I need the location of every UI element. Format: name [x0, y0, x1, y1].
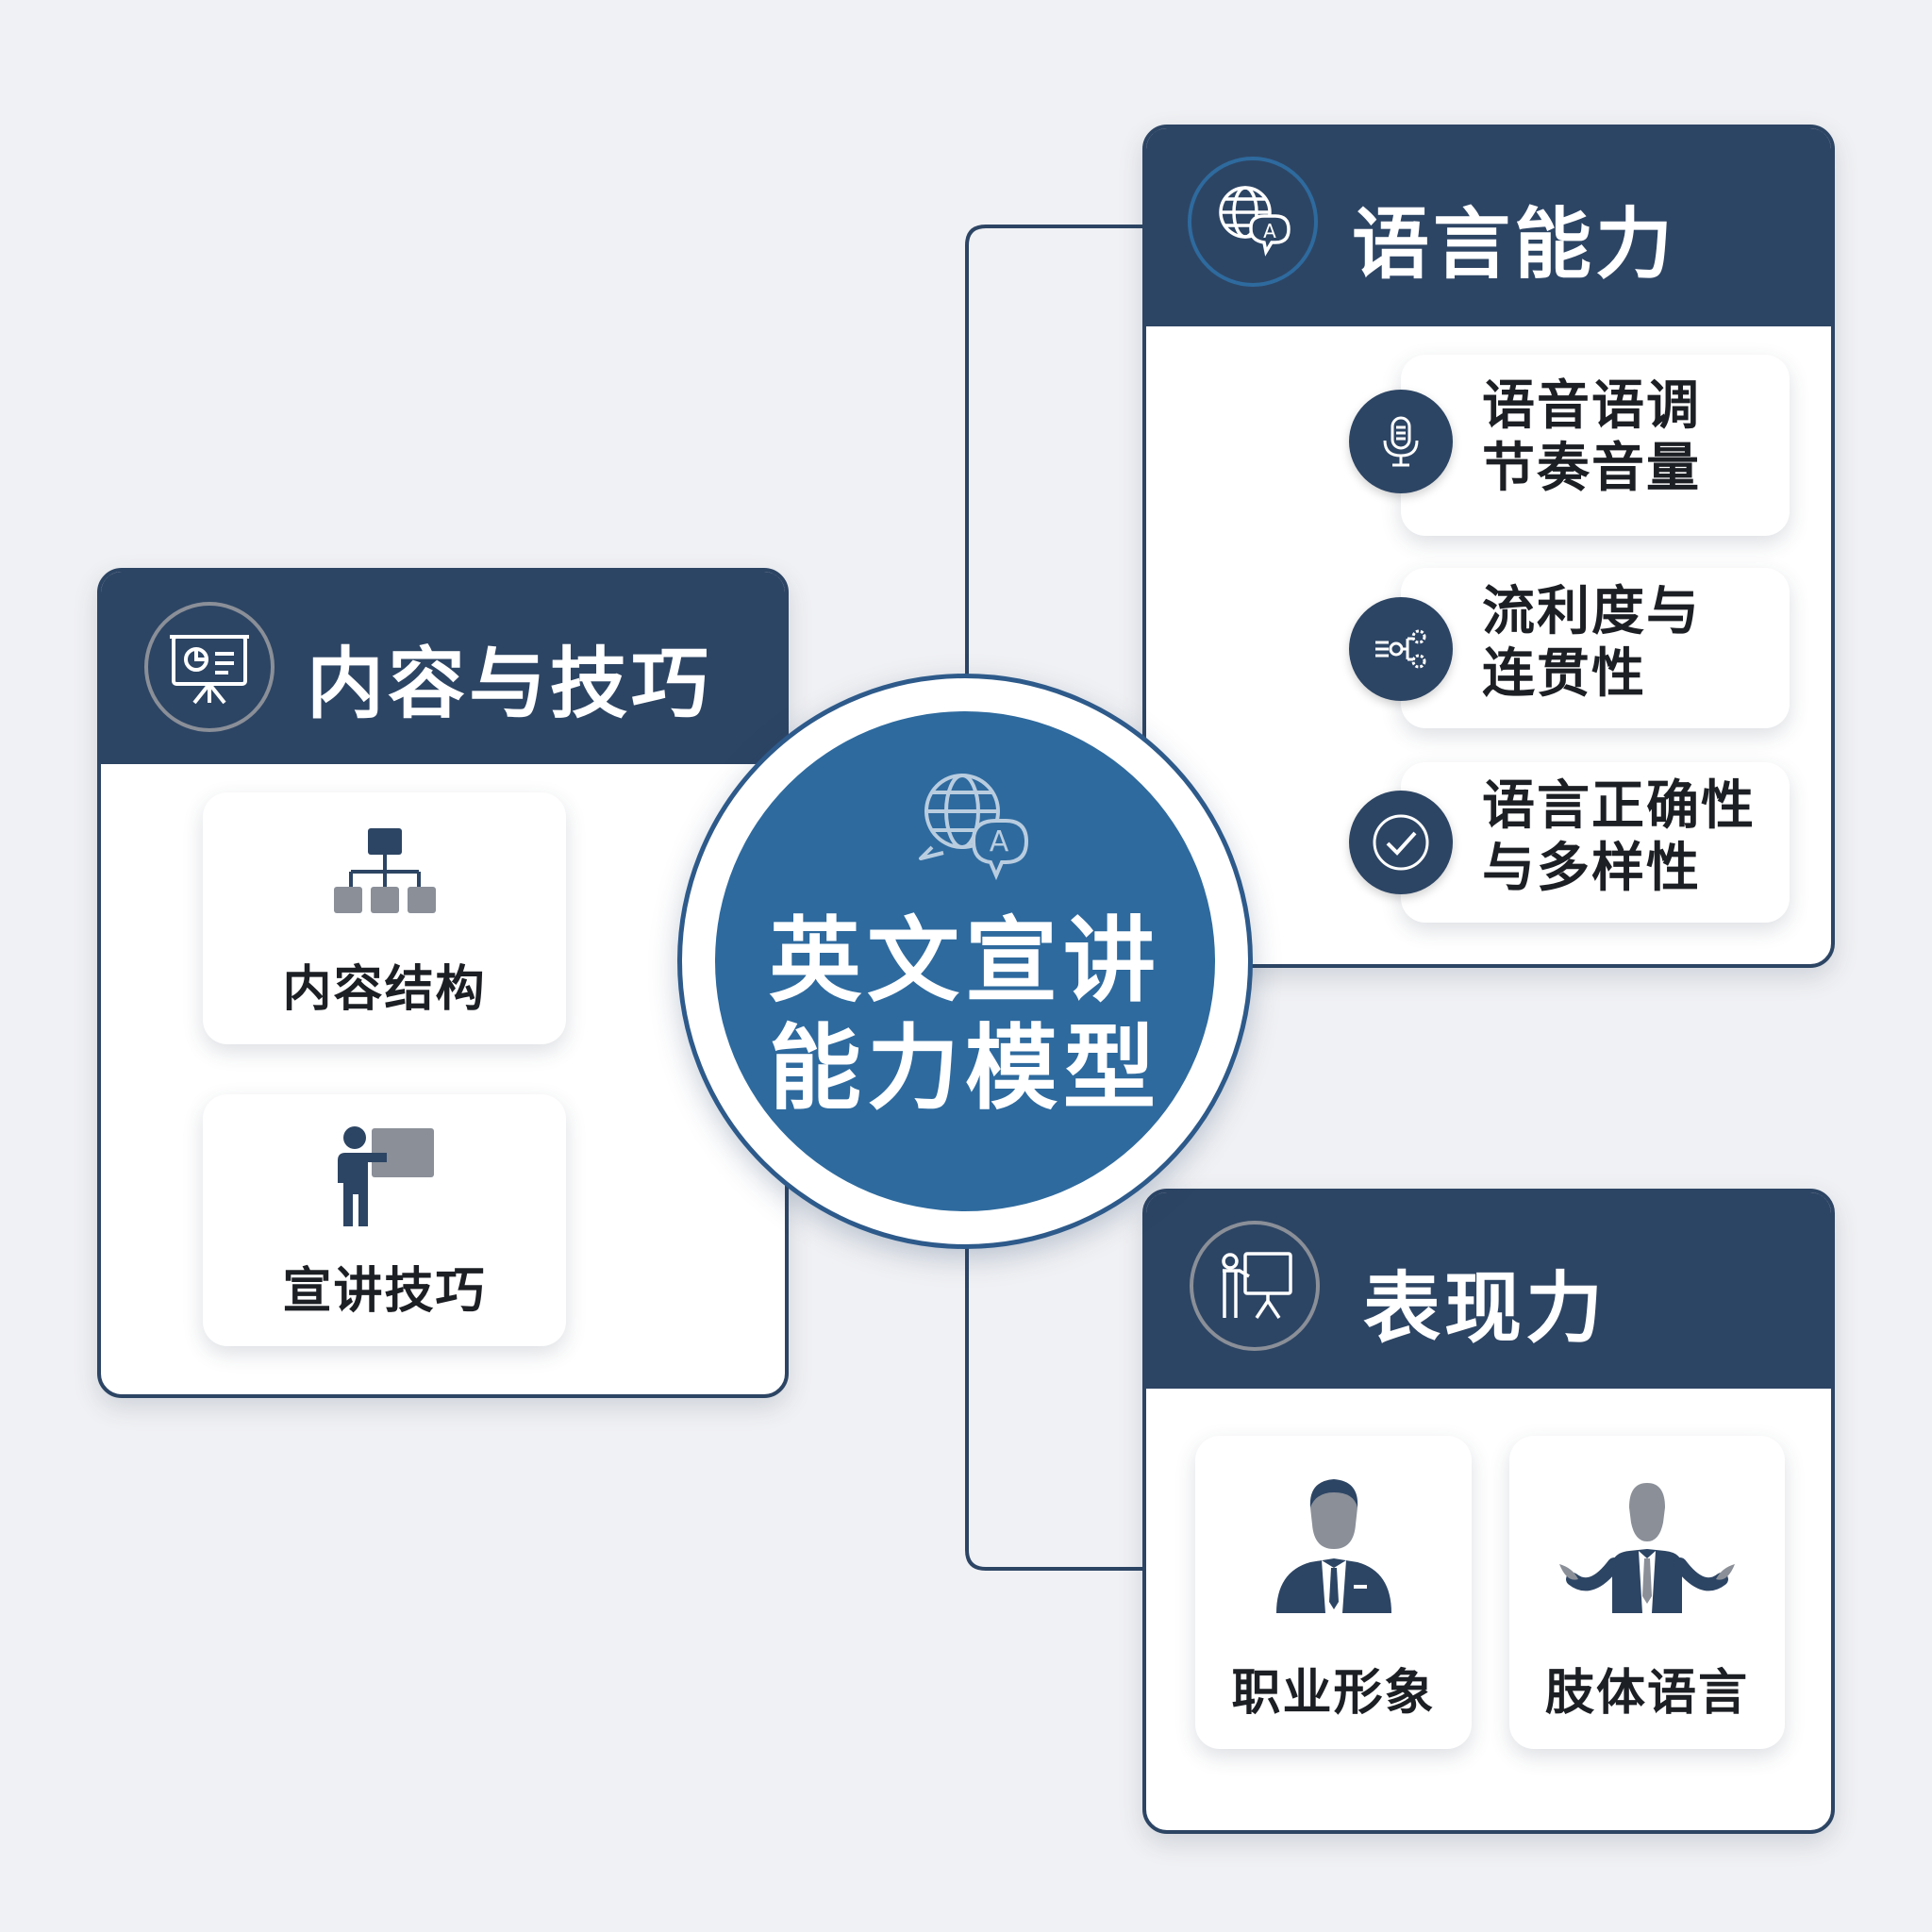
pronunciation-text: 语音语调 节奏音量 [1482, 375, 1701, 500]
flow-nodes-icon [1349, 597, 1453, 701]
accuracy-line2: 与多样性 [1482, 838, 1701, 899]
fluency-line1: 流利度与 [1482, 581, 1701, 642]
center-inner-circle: A 英文宣讲 能力模型 [715, 711, 1215, 1211]
professional-image-label: 职业形象 [1231, 1665, 1436, 1722]
language-item-fluency[interactable]: 流利度与 连贯性 [1401, 568, 1790, 728]
businessman-icon [1195, 1474, 1472, 1615]
presentation-board-icon [144, 602, 275, 732]
globe-language-icon: A [1188, 157, 1318, 287]
presentation-skills-card[interactable]: 宣讲技巧 [203, 1094, 566, 1346]
content-structure-label: 内容结构 [282, 961, 487, 1018]
accuracy-line1: 语言正确性 [1482, 775, 1756, 837]
check-circle-icon [1349, 791, 1453, 894]
expressiveness-header: 表现力 [1146, 1192, 1831, 1389]
svg-text:A: A [1263, 220, 1276, 242]
svg-text:A: A [990, 825, 1009, 858]
fluency-text: 流利度与 连贯性 [1482, 581, 1701, 706]
presenter-icon [203, 1124, 566, 1230]
accuracy-text: 语言正确性 与多样性 [1482, 775, 1756, 900]
content-skills-header: 内容与技巧 [101, 572, 785, 764]
body-language-card[interactable]: 肢体语言 [1509, 1436, 1785, 1749]
language-ability-title: 语言能力 [1352, 200, 1677, 290]
presentation-skills-label: 宣讲技巧 [282, 1263, 487, 1320]
center-title-line1: 英文宣讲 [768, 908, 1161, 1015]
language-item-pronunciation[interactable]: 语音语调 节奏音量 [1401, 355, 1790, 536]
content-skills-title: 内容与技巧 [307, 640, 713, 729]
language-item-accuracy[interactable]: 语言正确性 与多样性 [1401, 762, 1790, 923]
center-title-line2: 能力模型 [768, 1015, 1161, 1123]
body-language-label: 肢体语言 [1544, 1665, 1749, 1722]
presenter-board-icon [1190, 1221, 1320, 1351]
fluency-line2: 连贯性 [1482, 643, 1646, 705]
content-structure-card[interactable]: 内容结构 [203, 792, 566, 1044]
professional-image-card[interactable]: 职业形象 [1195, 1436, 1472, 1749]
pronunciation-line2: 节奏音量 [1482, 438, 1701, 499]
pronunciation-line1: 语音语调 [1482, 375, 1701, 437]
org-chart-icon [203, 826, 566, 921]
microphone-icon [1349, 390, 1453, 493]
expressiveness-title: 表现力 [1363, 1264, 1607, 1354]
language-ability-header: A 语言能力 [1146, 128, 1831, 326]
gesture-person-icon [1509, 1474, 1785, 1615]
globe-language-icon: A [911, 762, 1034, 889]
center-model-circle: A 英文宣讲 能力模型 [677, 674, 1253, 1249]
